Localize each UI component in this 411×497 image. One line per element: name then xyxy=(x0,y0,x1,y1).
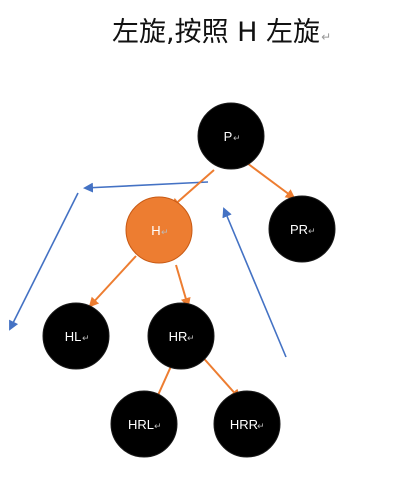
node-circle xyxy=(213,390,281,458)
tree-node-hrr: HRR↵ xyxy=(213,390,281,458)
rotation-arrow-left-diagonal xyxy=(9,192,79,331)
node-paragraph-mark: ↵ xyxy=(154,422,162,432)
title-text: 左旋,按照 H 左旋 xyxy=(112,17,321,48)
edge-h-to-hr xyxy=(175,264,191,308)
node-label: HRR xyxy=(230,417,258,432)
node-circle xyxy=(110,390,178,458)
node-paragraph-mark: ↵ xyxy=(187,334,195,344)
node-circle xyxy=(147,302,215,370)
edge-p-to-h xyxy=(170,169,215,209)
node-paragraph-mark: ↵ xyxy=(308,227,316,237)
node-label: HR xyxy=(169,329,188,344)
node-label: HL xyxy=(65,329,82,344)
node-circle xyxy=(197,102,265,170)
node-circle xyxy=(268,195,336,263)
tree-node-hrl: HRL↵ xyxy=(110,390,178,458)
rotation-arrow-right-up xyxy=(222,207,287,358)
node-label: PR xyxy=(290,222,308,237)
title-paragraph-mark: ↵ xyxy=(321,30,332,44)
node-label: P xyxy=(224,129,233,144)
edge-p-to-pr xyxy=(246,162,296,200)
rotation-arrows xyxy=(9,181,287,358)
node-circle xyxy=(42,302,110,370)
tree-node-hl: HL↵ xyxy=(42,302,110,370)
diagram-title: 左旋,按照 H 左旋↵ xyxy=(112,10,331,49)
tree-edges xyxy=(88,162,296,415)
node-paragraph-mark: ↵ xyxy=(82,334,90,344)
edge-h-to-hl xyxy=(88,255,137,308)
tree-node-hr: HR↵ xyxy=(147,302,215,370)
node-paragraph-mark: ↵ xyxy=(161,228,169,238)
rotation-arrow-left-horizontal xyxy=(83,181,209,193)
node-label: H xyxy=(151,223,160,238)
tree-node-p: P↵ xyxy=(197,102,265,170)
tree-nodes: P↵H↵PR↵HL↵HR↵HRL↵HRR↵ xyxy=(42,102,336,458)
node-label: HRL xyxy=(128,417,154,432)
node-paragraph-mark: ↵ xyxy=(233,134,241,144)
tree-node-h: H↵ xyxy=(125,196,193,264)
node-circle xyxy=(125,196,193,264)
tree-node-pr: PR↵ xyxy=(268,195,336,263)
edge-hr-to-hrr xyxy=(198,352,241,400)
node-paragraph-mark: ↵ xyxy=(257,422,265,432)
